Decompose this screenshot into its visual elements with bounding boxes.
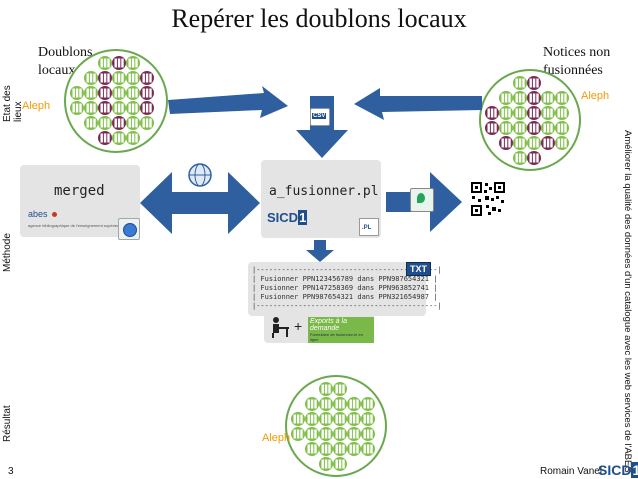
author-name: Romain Vanel bbox=[540, 466, 603, 477]
export-title: Exports à la demande bbox=[310, 318, 347, 332]
merged-label: merged bbox=[54, 183, 105, 199]
label-etat-des-lieux: Etat des lieux bbox=[2, 85, 24, 122]
globe-icon bbox=[187, 162, 213, 188]
arrow-left-to-script bbox=[168, 86, 288, 118]
book-icons bbox=[70, 56, 154, 145]
aleph-label-bottom: Aleph bbox=[262, 432, 291, 444]
footer-sicd-logo: SICD1 bbox=[598, 462, 638, 478]
console-output: |---------------------------------------… bbox=[252, 266, 442, 311]
export-panel: + Exports à la demande Formulaire de fus… bbox=[264, 311, 374, 343]
double-arrow-webservice bbox=[140, 172, 260, 234]
script-panel: a_fusionner.pl SICD1 .PL bbox=[261, 160, 381, 238]
plus-sign: + bbox=[294, 318, 303, 334]
book-circle-right bbox=[479, 69, 581, 171]
aleph-label-right: Aleph bbox=[581, 90, 610, 102]
console-line-3: | Fusionner PPN987654321 dans PPN3216549… bbox=[252, 293, 438, 301]
note-left-line1: Doublons bbox=[38, 45, 93, 60]
abes-logo: abes bbox=[28, 209, 58, 219]
note-left-line2: locaux bbox=[38, 63, 76, 78]
export-on-demand: Exports à la demande Formulaire de fusio… bbox=[308, 317, 374, 343]
side-subtitle: Améliorer la qualité des données d'un ca… bbox=[622, 130, 633, 473]
slide-title: Repérer les doublons locaux bbox=[171, 4, 467, 33]
txt-badge: TXT bbox=[406, 262, 431, 276]
script-name: a_fusionner.pl bbox=[269, 184, 379, 199]
console-panel: |---------------------------------------… bbox=[248, 262, 442, 316]
arrow-down-to-console bbox=[306, 240, 334, 262]
sicd-logo: SICD1 bbox=[267, 210, 308, 225]
arrow-down-to-script bbox=[296, 96, 348, 158]
export-subtitle: Formulaire de fusionnez-le en ligne bbox=[310, 332, 363, 342]
note-notices-non-fusionnees: Notices non fusionnées bbox=[543, 44, 610, 80]
book-icons bbox=[485, 76, 569, 165]
browser-file-icon bbox=[118, 218, 140, 240]
book-circle-bottom bbox=[285, 375, 387, 477]
console-border-top: |---------------------------------------… bbox=[252, 266, 442, 274]
note-right-line2: fusionnées bbox=[543, 63, 603, 78]
qr-code-icon bbox=[470, 181, 506, 217]
desk-person-icon bbox=[272, 317, 289, 338]
console-border-bottom: |---------------------------------------… bbox=[252, 302, 442, 310]
abes-tagline: agence bibliographique de l'enseignement… bbox=[28, 223, 121, 228]
map-file-icon bbox=[410, 188, 434, 212]
console-line-2: | Fusionner PPN147258369 dans PPN9638527… bbox=[252, 284, 438, 292]
label-resultat: Résultat bbox=[2, 405, 13, 442]
pl-file-icon: .PL bbox=[359, 218, 379, 236]
csv-file-icon: CSV bbox=[310, 108, 330, 126]
page-number: 3 bbox=[8, 466, 14, 477]
arrow-right-to-script bbox=[354, 88, 482, 120]
label-methode: Méthode bbox=[2, 233, 13, 272]
abes-logo-text: abes bbox=[28, 209, 48, 219]
aleph-label-left: Aleph bbox=[22, 100, 51, 112]
console-line-1: | Fusionner PPN123456789 dans PPN9876543… bbox=[252, 275, 438, 283]
pl-tag: .PL bbox=[362, 225, 372, 231]
note-right-line1: Notices non bbox=[543, 45, 611, 60]
book-icons bbox=[291, 382, 375, 471]
note-doublons-locaux: Doublons locaux bbox=[38, 44, 92, 80]
book-circle-left bbox=[64, 49, 168, 153]
csv-tag: CSV bbox=[312, 113, 327, 119]
